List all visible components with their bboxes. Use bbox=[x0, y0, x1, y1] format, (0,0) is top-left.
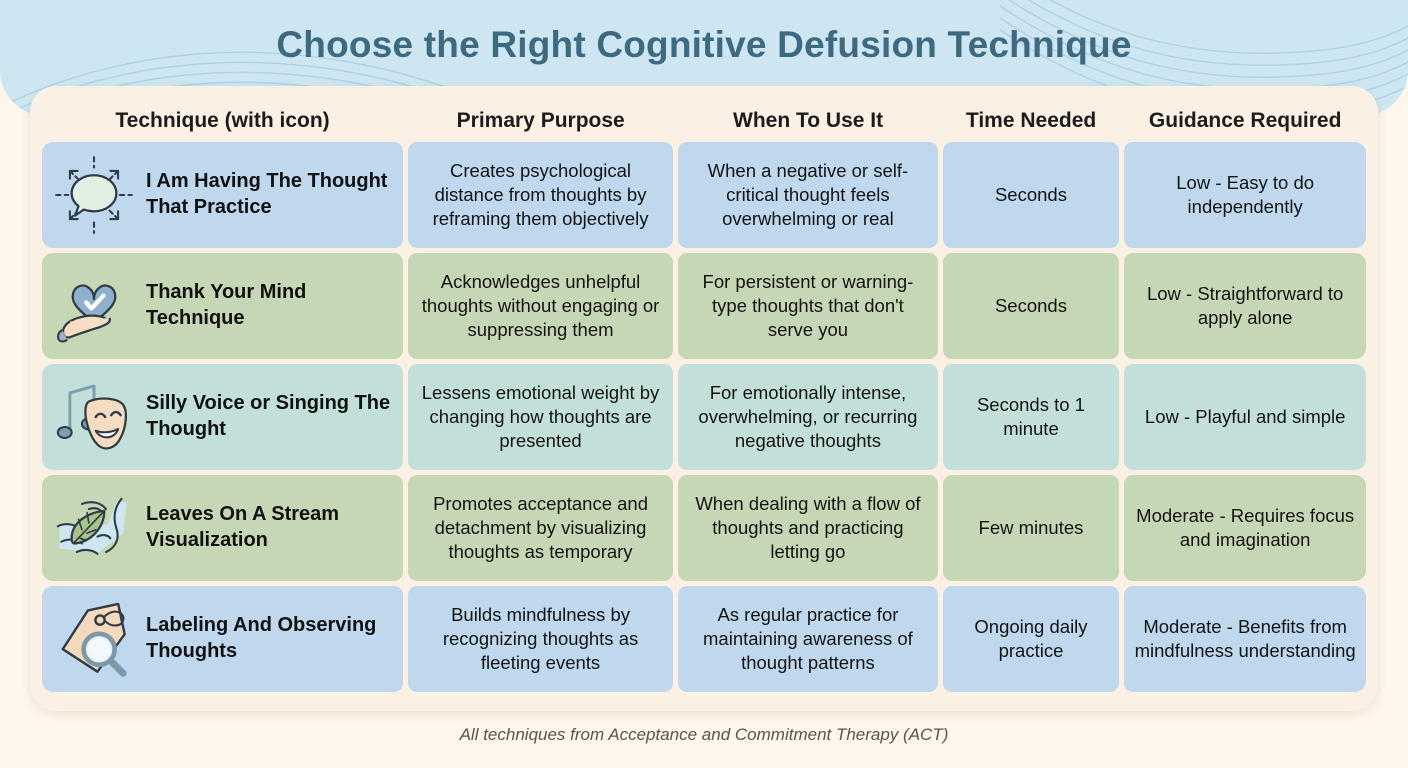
table-header-row: Technique (with icon) Primary Purpose Wh… bbox=[30, 86, 1378, 142]
technique-label: Labeling And Observing Thoughts bbox=[146, 614, 377, 662]
time-needed-cell: Seconds bbox=[942, 142, 1120, 248]
guidance-required-cell: Low - Easy to do independently bbox=[1124, 142, 1367, 248]
time-needed-cell: Seconds bbox=[942, 253, 1120, 359]
primary-purpose-cell: Lessens emotional weight by changing how… bbox=[407, 364, 674, 470]
table-row: Leaves On A Stream Visualization Promotes… bbox=[42, 475, 1367, 581]
column-header-guidance-required: Guidance Required bbox=[1148, 109, 1342, 132]
column-header-primary-purpose: Primary Purpose bbox=[456, 109, 625, 132]
primary-purpose-cell: Creates psychological distance from thou… bbox=[407, 142, 674, 248]
technique-cell: I Am Having The Thought That Practice bbox=[42, 142, 403, 248]
table-body: I Am Having The Thought That Practice Cre… bbox=[30, 142, 1378, 692]
page-title: Choose the Right Cognitive Defusion Tech… bbox=[276, 24, 1132, 65]
table-row: Silly Voice or Singing The Thought Lessen… bbox=[42, 364, 1367, 470]
primary-purpose-cell: Promotes acceptance and detachment by vi… bbox=[407, 475, 674, 581]
technique-cell: Leaves On A Stream Visualization bbox=[42, 475, 403, 581]
guidance-required-cell: Low - Playful and simple bbox=[1124, 364, 1367, 470]
techniques-table: Technique (with icon) Primary Purpose Wh… bbox=[30, 86, 1378, 697]
when-to-use-cell: When a negative or self-critical thought… bbox=[678, 142, 938, 248]
technique-cell: Thank Your Mind Technique bbox=[42, 253, 403, 359]
when-to-use-cell: When dealing with a flow of thoughts and… bbox=[678, 475, 938, 581]
primary-purpose-cell: Builds mindfulness by recognizing though… bbox=[407, 586, 674, 692]
when-to-use-cell: As regular practice for maintaining awar… bbox=[678, 586, 938, 692]
music-note-theater-mask-icon bbox=[48, 371, 140, 463]
technique-label: Silly Voice or Singing The Thought bbox=[146, 392, 391, 440]
table-row: Thank Your Mind Technique Acknowledges un… bbox=[42, 253, 1367, 359]
table-row: Labeling And Observing Thoughts Builds mi… bbox=[42, 586, 1367, 692]
footer-note: All techniques from Acceptance and Commi… bbox=[459, 725, 949, 744]
technique-cell: Silly Voice or Singing The Thought bbox=[42, 364, 403, 470]
table-row: I Am Having The Thought That Practice Cre… bbox=[42, 142, 1367, 248]
time-needed-cell: Few minutes bbox=[942, 475, 1120, 581]
time-needed-cell: Seconds to 1 minute bbox=[942, 364, 1120, 470]
when-to-use-cell: For emotionally intense, overwhelming, o… bbox=[678, 364, 938, 470]
technique-label: Thank Your Mind Technique bbox=[146, 281, 307, 329]
column-header-time-needed: Time Needed bbox=[965, 109, 1097, 132]
speech-bubble-radiating-icon bbox=[48, 149, 140, 241]
technique-label: I Am Having The Thought That Practice bbox=[146, 170, 388, 218]
technique-label: Leaves On A Stream Visualization bbox=[146, 503, 340, 551]
time-needed-cell: Ongoing daily practice bbox=[942, 586, 1120, 692]
when-to-use-cell: For persistent or warning-type thoughts … bbox=[678, 253, 938, 359]
primary-purpose-cell: Acknowledges unhelpful thoughts without … bbox=[407, 253, 674, 359]
table-card: Technique (with icon) Primary Purpose Wh… bbox=[30, 86, 1378, 711]
column-header-technique: Technique (with icon) bbox=[115, 109, 330, 132]
guidance-required-cell: Moderate - Benefits from mindfulness und… bbox=[1124, 586, 1367, 692]
tag-magnifier-icon bbox=[48, 593, 140, 685]
leaf-on-stream-icon bbox=[48, 482, 140, 574]
heart-in-hand-check-icon bbox=[48, 260, 140, 352]
column-header-when-to-use: When To Use It bbox=[733, 109, 884, 132]
guidance-required-cell: Low - Straightforward to apply alone bbox=[1124, 253, 1367, 359]
technique-cell: Labeling And Observing Thoughts bbox=[42, 586, 403, 692]
guidance-required-cell: Moderate - Requires focus and imaginatio… bbox=[1124, 475, 1367, 581]
